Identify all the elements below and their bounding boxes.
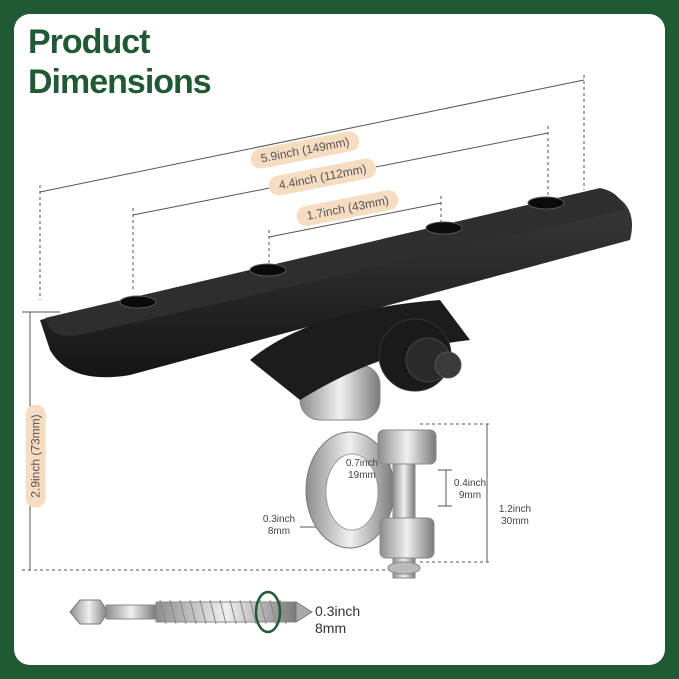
page-title: Product Dimensions: [28, 22, 212, 102]
title-line-1: Product: [28, 23, 150, 61]
ring-bolt: [377, 429, 437, 579]
eye-ring: [299, 364, 395, 549]
bolt-gap-label: 0.4inch 9mm: [453, 478, 487, 501]
height-label: 2.9inch (73mm): [25, 404, 46, 508]
ring-height-label: 1.2inch 30mm: [498, 504, 532, 527]
ring-inner-label: 0.7inch 19mm: [345, 458, 379, 481]
title-line-2: Dimensions: [28, 63, 212, 101]
dimension-lines: [22, 75, 585, 571]
screw-diameter-label: 0.3inch 8mm: [315, 603, 361, 636]
lag-screw: [69, 590, 313, 634]
rotation-arrow-icon: [254, 590, 282, 634]
bracket-plate: [40, 188, 632, 400]
ring-thickness-label: 0.3inch 8mm: [262, 514, 296, 537]
